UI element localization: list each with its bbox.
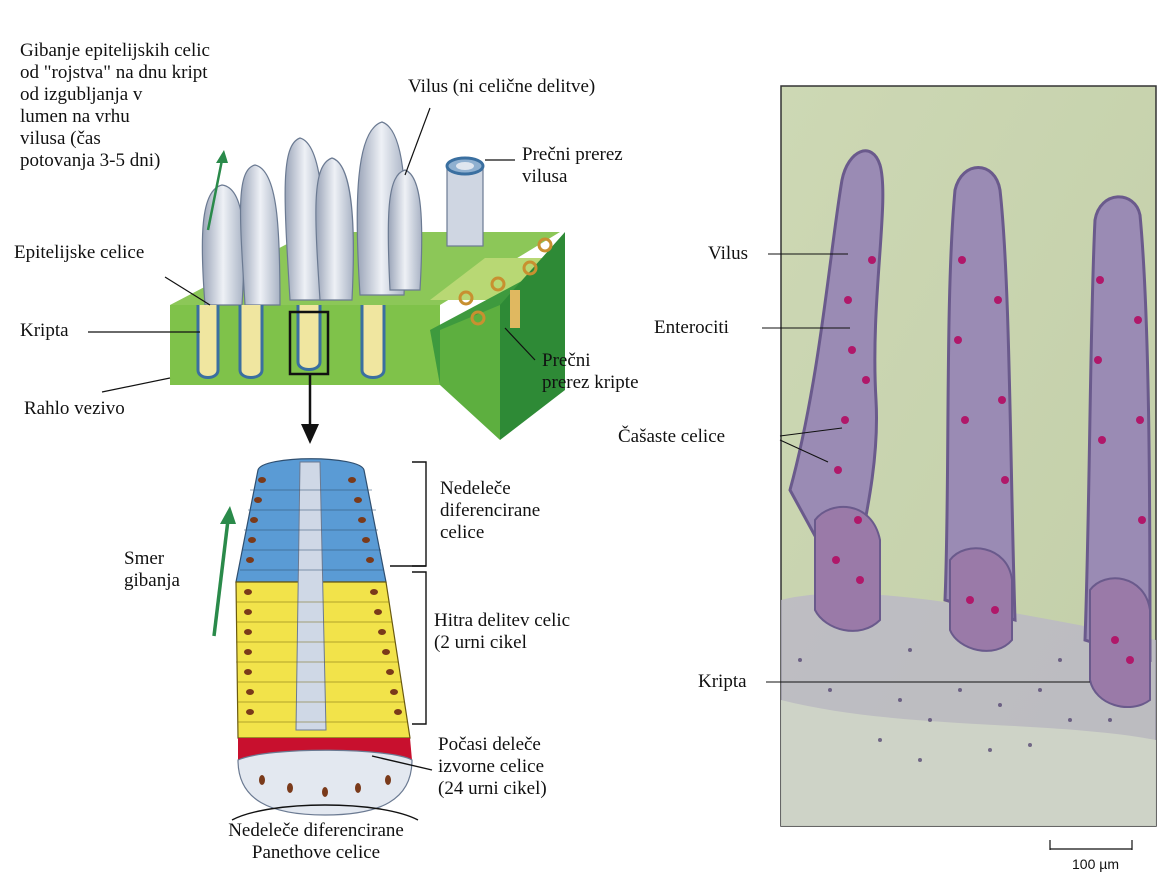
label-villus-cross-section: Prečni prerez vilusa — [522, 144, 623, 188]
label-villus-no-division: Vilus (ni celične delitve) — [408, 76, 595, 98]
label-line: Počasi deleče — [438, 734, 547, 756]
label-loose-connective: Rahlo vezivo — [24, 398, 125, 420]
label-line: Nedeleče — [440, 478, 540, 500]
label-line: (2 urni cikel — [434, 632, 570, 654]
label-line: Prečni prerez — [522, 144, 623, 166]
villus — [388, 170, 422, 290]
label-line: Smer — [124, 548, 180, 570]
label-line: izvorne celice — [438, 756, 547, 778]
scale-bar — [1050, 840, 1132, 850]
note-line: Gibanje epitelijskih celic — [20, 40, 210, 62]
label-line: gibanja — [124, 570, 180, 592]
note-line: lumen na vrhu — [20, 106, 210, 128]
label-line: Nedeleče diferencirane — [196, 820, 436, 842]
villus — [316, 158, 354, 300]
label-line: vilusa — [522, 166, 623, 188]
villus — [202, 185, 244, 305]
label-line: Hitra delitev celic — [434, 610, 570, 632]
label-scale: 100 µm — [1072, 853, 1119, 875]
note-line: vilusa (čas — [20, 128, 210, 150]
label-paneth: Nedeleče diferencirane Panethove celice — [196, 820, 436, 864]
label-direction: Smer gibanja — [124, 548, 180, 592]
note-line: od izgubljanja v — [20, 84, 210, 106]
micrograph — [781, 86, 1156, 826]
label-line: celice — [440, 522, 540, 544]
micro-crypt — [1090, 578, 1150, 707]
label-micro-goblet: Čašaste celice — [618, 426, 725, 448]
label-nondividing: Nedeleče diferencirane celice — [440, 478, 540, 544]
micro-crypt — [815, 507, 880, 631]
label-line: (24 urni cikel) — [438, 778, 547, 800]
label-epithelial-cells: Epitelijske celice — [14, 242, 144, 264]
label-micro-vilus: Vilus — [708, 243, 748, 265]
zoom-arrow — [301, 424, 319, 444]
label-crypt: Kripta — [20, 320, 69, 342]
label-line: diferencirane — [440, 500, 540, 522]
villus — [241, 165, 280, 305]
micro-crypt — [950, 548, 1012, 651]
movement-arrow — [216, 150, 228, 163]
crypt-detail — [236, 459, 412, 815]
label-micro-enterociti: Enterociti — [654, 317, 729, 339]
label-slow-stem: Počasi deleče izvorne celice (24 urni ci… — [438, 734, 547, 800]
note-line: potovanja 3-5 dni) — [20, 150, 210, 172]
note-line: od "rojstva" na dnu kript — [20, 62, 210, 84]
label-line: prerez kripte — [542, 372, 639, 394]
label-rapid-division: Hitra delitev celic (2 urni cikel — [434, 610, 570, 654]
label-movement-note: Gibanje epitelijskih celic od "rojstva" … — [20, 40, 210, 172]
direction-arrow — [220, 506, 236, 524]
label-line: Prečni — [542, 350, 639, 372]
label-micro-kripta: Kripta — [698, 671, 747, 693]
label-line: Panethove celice — [196, 842, 436, 864]
label-crypt-cross-section: Prečni prerez kripte — [542, 350, 639, 394]
villus-cut — [447, 166, 483, 246]
